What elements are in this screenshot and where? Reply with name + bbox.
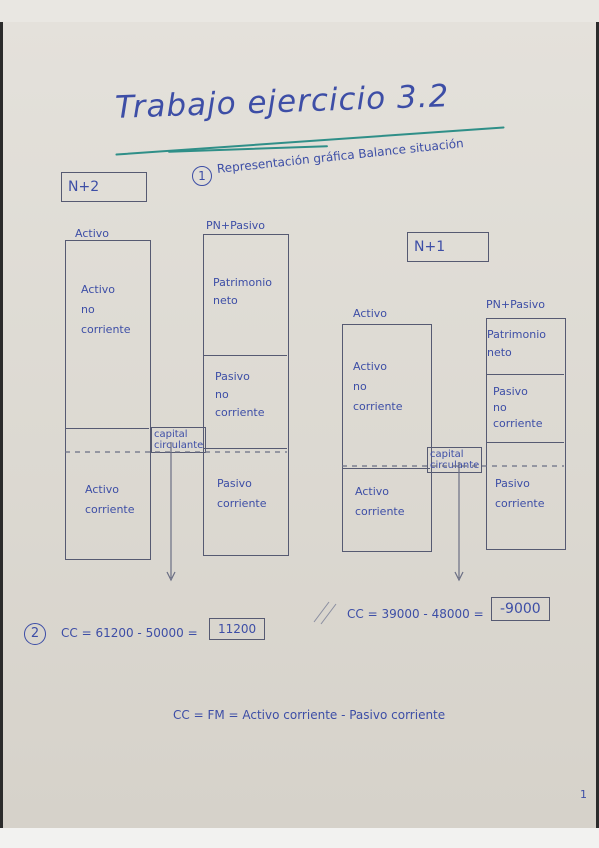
n1-pn-divider — [486, 374, 564, 375]
n1-pasivo-corriente: Pasivo corriente — [495, 477, 545, 510]
n1-activo-divider — [342, 468, 430, 469]
n2-cc-formula: CC = 61200 - 50000 = — [61, 626, 198, 640]
n2-activo-divider — [65, 428, 149, 429]
n1-pasivo-no-corriente: Pasivo no corriente — [493, 385, 543, 430]
page-number: 1 — [580, 788, 587, 801]
n1-activo-header: Activo — [353, 307, 387, 320]
n1-activo-column — [342, 324, 432, 552]
section1-number: 1 — [192, 166, 212, 186]
n2-activo-corriente: Activo corriente — [85, 483, 135, 516]
n1-patrimonio-neto: Patrimonio neto — [487, 328, 546, 359]
n2-activo-column — [65, 240, 151, 560]
n1-pasivo-divider — [486, 442, 564, 443]
scan-top-strip — [0, 0, 599, 22]
n2-activo-no-corriente: Activo no corriente — [81, 283, 131, 336]
n2-pn-divider — [203, 355, 287, 356]
n2-pasivo-corriente: Pasivo corriente — [217, 477, 267, 510]
n1-cc-result: -9000 — [491, 597, 550, 621]
scan-bottom-strip — [0, 828, 599, 848]
n2-pasivo-divider — [203, 448, 287, 449]
n2-activo-header: Activo — [75, 227, 109, 240]
n2-pn-pasivo-header: PN+Pasivo — [206, 219, 265, 232]
n1-activo-no-corriente: Activo no corriente — [353, 360, 403, 413]
n2-pn-pasivo-column — [203, 234, 289, 556]
n2-cc-result: 11200 — [209, 618, 266, 640]
n1-period-tag: N+1 — [407, 232, 489, 262]
n2-period-tag: N+2 — [61, 172, 147, 202]
n1-cc-formula: CC = 39000 - 48000 = — [347, 607, 484, 621]
n1-activo-corriente: Activo corriente — [355, 485, 405, 518]
n1-pn-pasivo-header: PN+Pasivo — [486, 298, 545, 311]
n1-pn-pasivo-column — [486, 318, 566, 550]
section2-number: 2 — [24, 623, 46, 645]
cc-definition: CC = FM = Activo corriente - Pasivo corr… — [173, 708, 446, 722]
pencil-strokes — [65, 442, 564, 625]
notebook-page: Trabajo ejercicio 3.2 1 Representación g… — [3, 22, 596, 828]
n2-pasivo-no-corriente: Pasivo no corriente — [215, 370, 265, 419]
n2-patrimonio-neto: Patrimonio neto — [213, 276, 272, 307]
